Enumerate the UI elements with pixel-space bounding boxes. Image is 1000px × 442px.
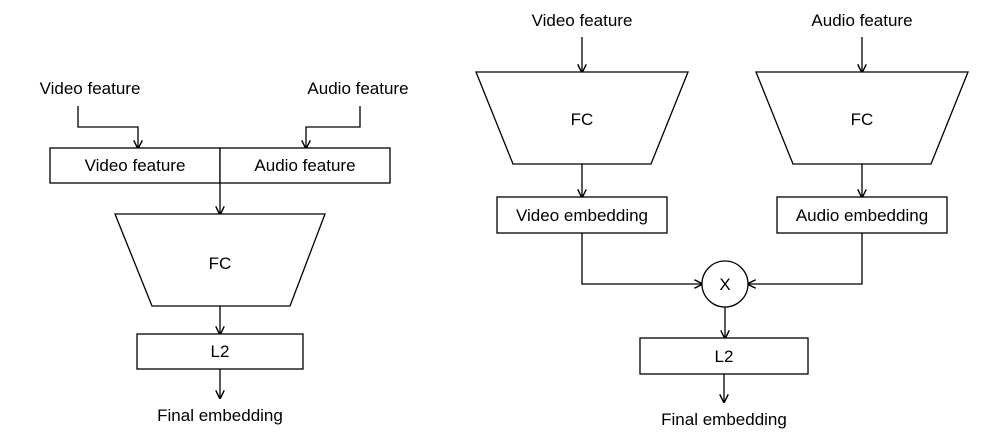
left-input-video-label: Video feature — [40, 79, 141, 98]
left-audio-connector — [306, 106, 361, 148]
right-input-video-label: Video feature — [532, 11, 633, 30]
left-concat-video-box — [49, 147, 221, 184]
right-input-audio-label: Audio feature — [811, 11, 912, 30]
left-video-connector — [77, 106, 138, 148]
left-concat-audio-label: Audio feature — [254, 156, 355, 175]
right-l2-label: L2 — [715, 347, 734, 366]
right-audio-embedding-label: Audio embedding — [796, 206, 928, 225]
right-diagram: Video feature Audio feature FC FC Video … — [475, 11, 969, 429]
right-video-embedding-box — [496, 196, 668, 234]
left-concat-video-label: Video feature — [85, 156, 186, 175]
left-diagram: Video feature Audio feature Video featur… — [40, 79, 409, 425]
right-fc-audio-label: FC — [851, 110, 874, 129]
right-video-to-multiply-connector — [581, 233, 702, 284]
left-input-audio-label: Audio feature — [307, 79, 408, 98]
right-fc-video-trapezoid — [475, 71, 689, 165]
left-l2-label: L2 — [211, 342, 230, 361]
right-fc-video-label: FC — [571, 110, 594, 129]
left-output-label: Final embedding — [157, 406, 283, 425]
right-audio-to-multiply-connector — [748, 233, 863, 284]
right-video-embedding-label: Video embedding — [516, 206, 648, 225]
left-fc-trapezoid — [114, 213, 326, 307]
left-fc-label: FC — [209, 254, 232, 273]
right-multiply-label: X — [719, 275, 730, 294]
right-output-label: Final embedding — [661, 410, 787, 429]
right-fc-audio-trapezoid — [755, 71, 969, 165]
left-concat-audio-box — [219, 147, 391, 184]
